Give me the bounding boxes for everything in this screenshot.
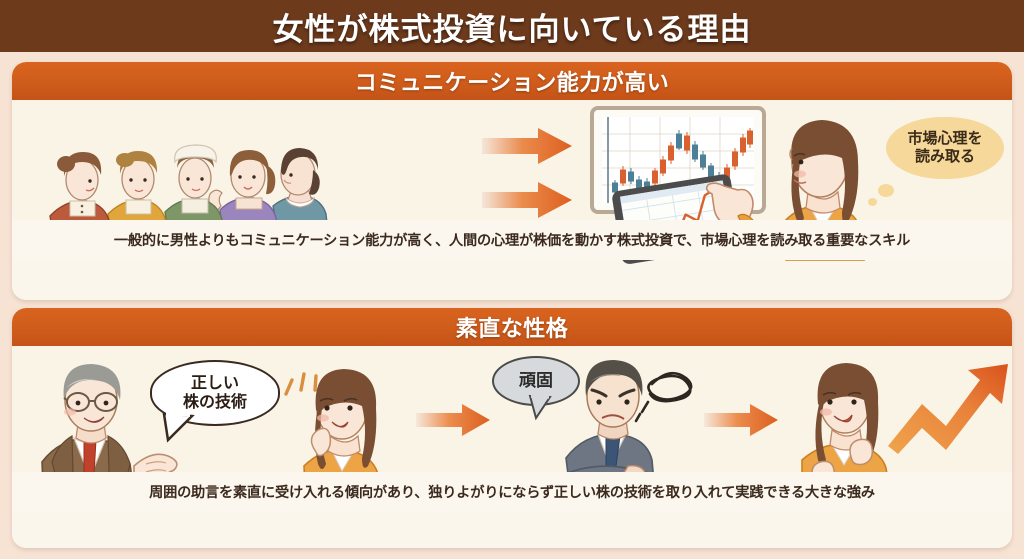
thought-bubble-line1: 市場心理を xyxy=(907,129,983,148)
illustration-communication: 市場心理を 読み取る 一般的に男性よりもコミュニケーション能力が高く、人間の心理… xyxy=(12,100,1012,264)
attention-lines xyxy=(284,372,318,396)
section-card-communication: コミュニケーション能力が高い xyxy=(12,62,1012,300)
section-banner-label: コミュニケーション能力が高い xyxy=(354,71,670,96)
speech-bubble-stubborn-tail xyxy=(528,394,552,421)
frustration-scribble xyxy=(634,371,693,423)
arrow-right-bottom xyxy=(482,182,572,218)
arrow-to-success xyxy=(704,404,778,436)
page-title-bar: 女性が株式投資に向いている理由 xyxy=(0,0,1024,52)
illustration-honest-character: 正しい 株の技術 xyxy=(12,346,1012,512)
section-card-honest-character: 素直な性格 xyxy=(12,308,1012,548)
section-banner-label-2: 素直な性格 xyxy=(455,317,569,342)
speech-bubble-line1: 正しい xyxy=(190,373,239,393)
rising-arrow-icon xyxy=(884,360,1012,454)
page-title: 女性が株式投資に向いている理由 xyxy=(272,11,752,48)
section-banner-communication: コミュニケーション能力が高い xyxy=(12,62,1012,100)
speech-bubble-stubborn-label: 頑固 xyxy=(519,370,553,391)
caption-honest-character-text: 周囲の助言を素直に受け入れる傾向があり、独りよがりにならず正しい株の技術を取り入… xyxy=(149,485,875,501)
thought-bubble-dot-small xyxy=(868,198,877,206)
thought-bubble-market-psychology: 市場心理を 読み取る xyxy=(886,117,1004,179)
speech-bubble-tail xyxy=(162,412,196,443)
caption-communication-text: 一般的に男性よりもコミュニケーション能力が高く、人間の心理が株価を動かす株式投資… xyxy=(113,233,911,249)
thought-bubble-dot-large xyxy=(878,184,894,197)
arrow-to-stubborn xyxy=(416,404,490,436)
section-banner-honest-character: 素直な性格 xyxy=(12,308,1012,346)
caption-honest-character: 周囲の助言を素直に受け入れる傾向があり、独りよがりにならず正しい株の技術を取り入… xyxy=(12,472,1012,512)
arrow-right-top xyxy=(482,128,572,164)
thought-bubble-line2: 読み取る xyxy=(914,147,975,165)
caption-communication: 一般的に男性よりもコミュニケーション能力が高く、人間の心理が株価を動かす株式投資… xyxy=(12,220,1012,260)
speech-bubble-line2: 株の技術 xyxy=(182,392,247,411)
